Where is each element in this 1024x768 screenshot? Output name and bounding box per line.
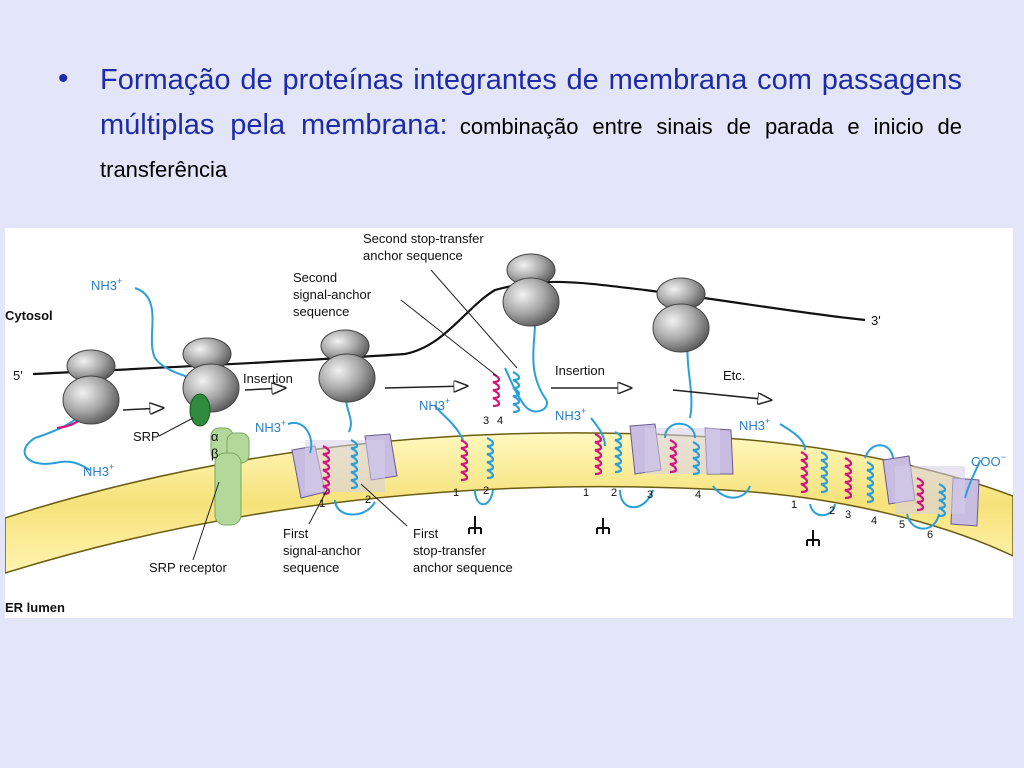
beta-label: β [211,446,218,461]
leader-second-stop-transfer [430,269,518,369]
coo-label: COO− [971,452,1006,469]
seg-num-s3-3: 3 [483,415,489,427]
seg-num-s5-1: 1 [791,499,797,511]
ribosome-5 [652,277,710,353]
heading-text: Formação de proteínas integrantes de mem… [100,64,962,141]
seg-num-s3-1: 1 [453,487,459,499]
helix-stage5-2 [820,451,829,494]
srp-label: SRP [133,429,160,444]
insertion-label-1: Insertion [243,371,293,386]
helix-stage3-signal [460,439,469,482]
three-prime-label: 3' [871,313,881,328]
leader-srp [158,417,194,437]
glycan-stage5 [806,530,820,546]
first-signal-anchor-line-3: sequence [283,560,339,575]
arrow-1 [122,408,163,410]
arrow-insertion-1 [244,388,285,390]
seg-num-s5-5: 5 [899,519,905,531]
seg-num-s4-4: 4 [695,489,701,501]
five-prime-label: 5' [13,368,23,383]
seg-num-s5-6: 6 [927,529,933,541]
nh3-label-5: NH3+ [555,406,586,423]
arrow-etc [672,389,771,400]
seg-num-s4-1: 1 [583,487,589,499]
subheading-text: combinação entre sinais de parada e inic… [100,114,962,182]
first-stop-transfer-line-3: anchor sequence [413,560,513,575]
nh3-label-1: NH3+ [91,276,122,293]
helix-stage5-6 [938,483,947,518]
seg-num-s2-1: 1 [319,498,325,510]
helix-stage2-signal [322,445,331,496]
helix-stage2-stop [350,439,359,490]
insertion-label-2: Insertion [555,363,605,378]
leader-first-signal-anchor [308,489,328,525]
helix-stage4-2 [614,431,623,474]
second-stop-transfer-line-1: Second stop-transfer [363,231,484,246]
translocon-1 [291,433,398,499]
nh3-label-6: NH3+ [739,416,770,433]
translocon-3 [882,455,980,527]
nh3-label-4: NH3+ [419,396,450,413]
second-signal-anchor-line-1: Second [293,270,337,285]
second-signal-anchor-line-3: sequence [293,304,349,319]
ribosome-3 [318,329,376,403]
seg-num-s4-3: 3 [647,489,653,501]
first-signal-anchor-line-2: signal-anchor [283,543,362,558]
seg-num-s5-3: 3 [845,509,851,521]
bullet-dot: • [58,62,69,95]
chain-stage5 [779,423,981,530]
nh3-label-2: NH3+ [83,462,114,479]
seg-num-s4-2: 2 [611,487,617,499]
seg-num-s5-2: 2 [829,505,835,517]
helix-stage4-1 [594,433,603,476]
helix-stage4-4 [692,441,701,476]
second-signal-anchor-line-2: signal-anchor [293,287,372,302]
leader-second-signal-anchor [400,299,498,377]
ribosome-4 [502,253,560,327]
er-membrane [5,432,1013,574]
srp-receptor-label: SRP receptor [149,560,227,575]
arrow-2 [384,386,467,388]
first-stop-transfer-line-1: First [413,526,439,541]
chain-stage4 [590,337,751,509]
seg-num-s2-2: 2 [365,494,371,506]
slide-text: • Formação de proteínas integrantes de m… [58,60,962,193]
helix-stage4-3 [669,439,678,474]
leader-first-stop-transfer [360,483,408,527]
er-lumen-label: ER lumen [5,600,65,615]
leader-srp-receptor [192,481,220,561]
nh3-label-3: NH3+ [255,418,286,435]
first-signal-anchor-line-1: First [283,526,309,541]
seg-num-s3-2: 2 [483,485,489,497]
helix-stage3-signal-up [492,373,501,408]
cytosol-label: Cytosol [5,308,53,323]
second-stop-transfer-line-2: anchor sequence [363,248,463,263]
bullet-text: Formação de proteínas integrantes de mem… [100,60,962,193]
srp-particle [189,393,211,427]
membrane-protein-figure: Cytosol ER lumen 5' 3' SRP SRP receptor … [5,228,1013,618]
mrna-strand [32,280,866,376]
alpha-label: α [211,429,219,444]
srp-receptor [210,427,250,526]
translocon-2 [629,423,734,475]
first-stop-transfer-line-2: stop-transfer [413,543,487,558]
glycan-stage3 [468,516,482,534]
helix-stage3-stop [486,437,495,480]
glycan-stage4 [596,518,610,534]
helix-stage5-5 [916,477,925,512]
helix-stage5-3 [844,457,853,500]
helix-stage5-1 [800,451,809,494]
chain-stage0 [23,397,92,471]
seg-num-s5-4: 4 [871,515,877,527]
etc-label: Etc. [723,368,745,383]
helix-stage5-4 [866,461,875,504]
seg-num-s3-4: 4 [497,415,503,427]
helix-stage3-stop-up [512,371,521,414]
ribosome-1 [62,349,120,425]
